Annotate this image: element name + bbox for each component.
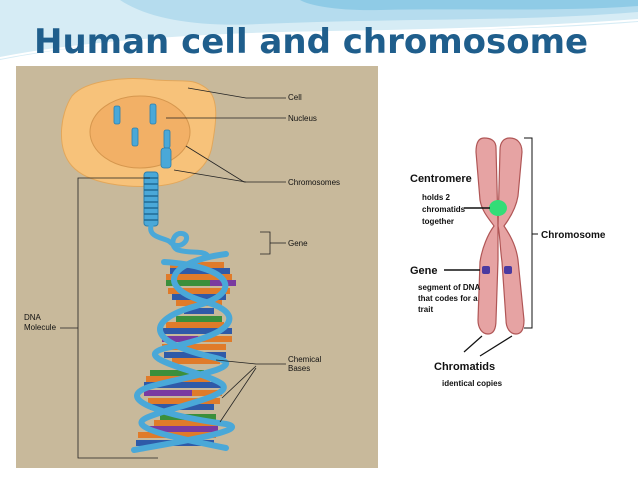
coiled-chromosome (143, 171, 159, 227)
centromere-spot (489, 200, 507, 216)
label-cell: Cell (288, 93, 302, 102)
nucleus-body (89, 95, 191, 169)
label-gene-desc1: segment of DNA (418, 283, 480, 292)
label-gene-right: Gene (410, 265, 438, 277)
gene-band-left (482, 266, 490, 274)
chromosome-bracket (524, 137, 533, 329)
label-gene-desc3: trait (418, 305, 433, 314)
header-wave-decoration (0, 0, 638, 60)
gene-band-right (504, 266, 512, 274)
label-chromosomes: Chromosomes (288, 178, 340, 187)
label-centromere-desc1: holds 2 (422, 193, 451, 202)
label-chromatids-desc: identical copies (442, 379, 503, 388)
label-bases-line2: Bases (288, 364, 310, 373)
uncoiling-strand (148, 223, 211, 259)
chromatids-pointer-left (463, 335, 483, 353)
label-chromosome: Chromosome (541, 230, 606, 241)
chromatid-right (497, 137, 525, 335)
label-gene-desc2: that codes for a (418, 294, 478, 303)
cell-dna-diagram: Cell Nucleus Chromosomes Gene DNA Molecu… (16, 66, 378, 468)
nucleus-chromosomes (113, 103, 172, 169)
label-bases-line1: Chemical (288, 355, 322, 364)
label-dna-line1: DNA (24, 313, 42, 322)
label-centromere: Centromere (410, 173, 472, 185)
chromatids-pointer-right (479, 335, 513, 357)
label-chromatids: Chromatids (434, 361, 495, 373)
slide-title: Human cell and chromosome (34, 22, 589, 62)
label-dna-line2: Molecule (24, 323, 57, 332)
label-centromere-desc3: together (422, 217, 454, 226)
label-centromere-desc2: chromatids (422, 205, 466, 214)
label-nucleus: Nucleus (288, 114, 317, 123)
leader-lines (60, 87, 286, 459)
label-gene: Gene (288, 239, 308, 248)
dna-helix (131, 251, 236, 453)
dna-backbone-2 (138, 251, 233, 451)
chromosome-structure-diagram: Centromere holds 2 chromatids together C… (408, 130, 614, 394)
